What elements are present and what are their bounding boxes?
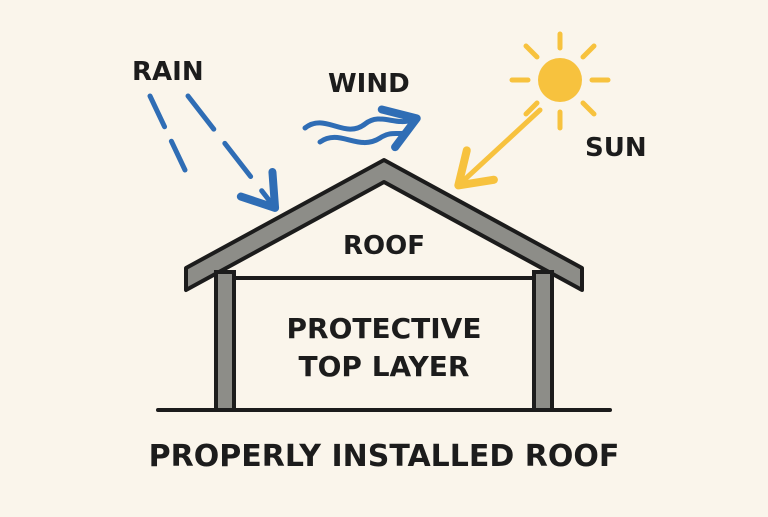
sun-label: SUN xyxy=(585,133,647,163)
wall-label-line2: TOP LAYER xyxy=(299,350,470,383)
wind-arrow-icon xyxy=(302,105,421,152)
house-structure xyxy=(156,158,612,412)
wall-label-line1: PROTECTIVE xyxy=(287,312,482,345)
rain-label: RAIN xyxy=(132,57,204,87)
rain-arrow-icon xyxy=(147,93,280,212)
roof-shape xyxy=(184,158,584,292)
roof-label: ROOF xyxy=(343,231,425,261)
wind-label: WIND xyxy=(328,69,410,99)
caption: PROPERLY INSTALLED ROOF xyxy=(149,439,620,474)
right-wall xyxy=(532,270,554,412)
sun-ray-arrow-icon xyxy=(454,107,543,190)
sun-icon xyxy=(509,31,611,131)
left-wall xyxy=(214,270,236,412)
